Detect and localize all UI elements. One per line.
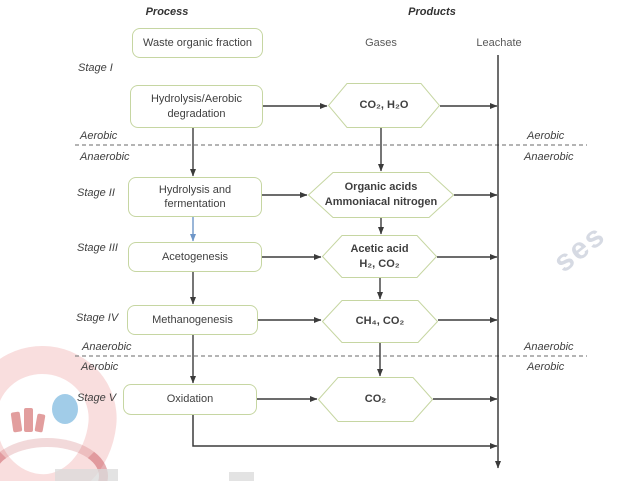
zone-label-anaerobic-right-bottom: Anaerobic	[524, 341, 574, 353]
stage-1-gas-hexagon: CO₂, H₂O	[328, 83, 440, 128]
zone-label-anaerobic-left-top: Anaerobic	[80, 151, 130, 163]
zone-label-anaerobic-right-top: Anaerobic	[524, 151, 574, 163]
stage-3-label: Stage III	[77, 242, 118, 254]
zone-label-aerobic-right-bottom: Aerobic	[527, 361, 565, 373]
stage-1-process-box: Hydrolysis/Aerobic degradation	[130, 85, 263, 128]
process-column-header: Process	[145, 6, 189, 18]
stage-1-label: Stage I	[78, 62, 113, 74]
waste-organic-fraction-box: Waste organic fraction	[132, 28, 263, 58]
gas-text: Acetic acid	[350, 242, 409, 255]
stage-2-label: Stage II	[77, 187, 115, 199]
gases-column-label: Gases	[365, 37, 397, 49]
gas-text: CO₂	[364, 393, 387, 406]
gas-text: CH₄, CO₂	[355, 315, 405, 328]
stage-3-gas-hexagon: Acetic acid H₂, CO₂	[322, 235, 437, 278]
stage-4-process-box: Methanogenesis	[127, 305, 258, 335]
gas-text: Ammoniacal nitrogen	[324, 196, 438, 208]
gas-text: Organic acids	[344, 181, 418, 194]
stage-2-process-box: Hydrolysis and fermentation	[128, 177, 262, 217]
stage-2-gas-hexagon: Organic acids Ammoniacal nitrogen	[308, 172, 454, 218]
watermark-text-stub	[229, 472, 254, 481]
watermark-logo-dot	[52, 394, 78, 424]
gas-text: H₂, CO₂	[359, 257, 400, 270]
zone-label-aerobic-left-top: Aerobic	[80, 130, 118, 142]
zone-label-anaerobic-left-bottom: Anaerobic	[82, 341, 132, 353]
watermark-logo-figure	[24, 408, 33, 432]
watermark-text-stub	[55, 469, 118, 481]
stage-3-process-box: Acetogenesis	[128, 242, 262, 272]
zone-label-aerobic-left-bottom: Aerobic	[81, 361, 119, 373]
leachate-column-label: Leachate	[476, 37, 522, 49]
stage-5-gas-hexagon: CO₂	[318, 377, 433, 422]
zone-label-aerobic-right-top: Aerobic	[527, 130, 565, 142]
stage-4-gas-hexagon: CH₄, CO₂	[322, 300, 438, 343]
stage-5-label: Stage V	[77, 392, 117, 404]
products-column-header: Products	[408, 6, 456, 18]
gas-text: CO₂, H₂O	[359, 99, 409, 112]
stage-5-process-box: Oxidation	[123, 384, 257, 415]
stage-4-label: Stage IV	[76, 312, 119, 324]
